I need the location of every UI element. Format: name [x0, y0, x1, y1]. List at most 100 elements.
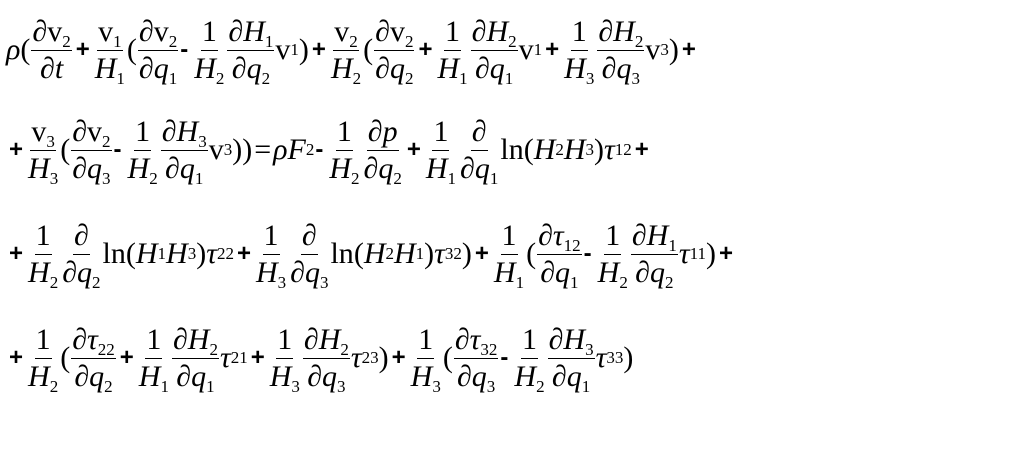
subscript: 2	[261, 68, 271, 88]
stress-symbol: τ	[595, 341, 607, 374]
subscript: 1	[160, 376, 169, 396]
fraction: ∂H2 ∂q1	[470, 15, 518, 87]
coordinate-symbol: q	[566, 359, 582, 393]
scale-factor-symbol: H	[613, 14, 635, 48]
partial-symbol: ∂	[172, 322, 188, 356]
plus-operator: +	[718, 240, 733, 267]
right-paren: )	[668, 33, 679, 66]
stress-symbol: τ	[219, 341, 231, 374]
scale-factor-symbol: H	[514, 359, 537, 393]
coordinate-symbol: q	[304, 255, 320, 289]
partial-symbol: ∂	[551, 359, 567, 393]
left-paren: (	[526, 237, 537, 270]
scale-factor-symbol: H	[563, 133, 586, 166]
fraction: 1 H3	[563, 15, 595, 87]
scale-factor-symbol: H	[138, 359, 161, 393]
fraction: 1 H2	[513, 323, 545, 395]
subscript: 1	[168, 68, 178, 88]
fraction: ∂v2 ∂q1	[137, 14, 179, 88]
right-paren: )	[196, 237, 207, 270]
fraction: ∂H2 ∂q1	[171, 322, 219, 396]
subscript: 2	[349, 31, 358, 51]
scale-factor-symbol: H	[329, 151, 352, 185]
partial-symbol: ∂	[631, 218, 647, 252]
fraction: ∂ ∂q1	[459, 114, 499, 188]
partial-symbol: ∂	[454, 322, 470, 356]
partial-symbol: ∂	[32, 14, 48, 48]
fraction: ∂H1 ∂q2	[227, 14, 275, 88]
plus-operator: +	[391, 344, 406, 371]
rho-symbol: ρ	[6, 33, 21, 66]
partial-symbol: ∂	[72, 322, 88, 356]
left-paren: (	[125, 237, 136, 270]
velocity-symbol: v	[98, 14, 114, 48]
scale-factor-symbol: H	[493, 255, 516, 289]
minus-operator: -	[113, 136, 122, 163]
subscript: 1	[113, 31, 122, 51]
partial-symbol: ∂	[161, 114, 177, 148]
subscript: 2	[49, 376, 59, 396]
scale-factor-symbol: H	[176, 114, 199, 148]
velocity-symbol: v	[389, 14, 405, 48]
scale-factor-symbol: H	[28, 359, 50, 393]
left-paren: (	[353, 237, 364, 270]
subscript: 3	[631, 68, 640, 88]
scale-factor-symbol: H	[597, 255, 620, 289]
numeral: 1	[336, 114, 352, 148]
fraction: ∂H3 ∂q1	[547, 323, 595, 395]
numeral: 1	[35, 218, 51, 252]
fraction: ∂τ32 ∂q3	[453, 322, 499, 396]
numeral: 1	[263, 218, 279, 252]
right-paren: )	[232, 133, 243, 166]
partial-symbol: ∂	[471, 114, 487, 148]
subscript: 3	[486, 376, 496, 396]
fraction: v1 H1	[94, 14, 126, 87]
right-paren: )	[298, 33, 309, 66]
subscript: 2	[665, 272, 674, 292]
partial-symbol: ∂	[367, 114, 383, 148]
plus-operator: +	[634, 136, 649, 163]
partial-symbol: ∂	[375, 14, 390, 48]
partial-symbol: ∂	[601, 51, 617, 85]
subscript: 12	[563, 235, 581, 255]
coordinate-symbol: q	[87, 151, 103, 185]
subscript: 1	[206, 376, 215, 396]
coordinate-symbol: q	[389, 51, 405, 85]
subscript: 1	[489, 168, 499, 188]
scale-factor-symbol: H	[255, 255, 278, 289]
velocity-symbol: v	[208, 133, 224, 166]
right-paren: )	[705, 237, 716, 270]
subscript: 2	[209, 339, 218, 359]
subscript: 32	[480, 339, 498, 359]
equals-sign: =	[254, 133, 272, 166]
velocity-symbol: v	[153, 14, 169, 48]
coordinate-symbol: q	[77, 255, 93, 289]
right-paren: )	[242, 133, 253, 166]
stress-symbol: τ	[469, 322, 481, 356]
left-paren: (	[60, 341, 71, 374]
numeral: 1	[135, 114, 151, 148]
coordinate-symbol: q	[246, 51, 262, 85]
subscript: 2	[352, 68, 362, 88]
partial-symbol: ∂	[635, 255, 650, 289]
numeral: 1	[501, 218, 517, 252]
scale-factor-symbol: H	[533, 133, 556, 166]
stress-symbol: τ	[434, 237, 445, 270]
minus-operator: -	[315, 136, 324, 163]
partial-symbol: ∂	[231, 51, 247, 85]
scale-factor-symbol: H	[243, 14, 265, 48]
numeral: 1	[605, 218, 621, 252]
coordinate-symbol: q	[555, 255, 571, 289]
coordinate-symbol: q	[474, 151, 490, 185]
numeral: 1	[445, 14, 461, 48]
scale-factor-symbol: H	[135, 237, 158, 270]
plus-operator: +	[418, 36, 433, 63]
scale-factor-symbol: H	[646, 218, 669, 252]
plus-operator: +	[250, 344, 265, 371]
fraction: ∂τ12 ∂q1	[537, 219, 582, 291]
plus-operator: +	[9, 344, 24, 371]
subscript: 2	[62, 31, 71, 51]
subscript: 1	[264, 31, 274, 51]
subscript: 1	[668, 235, 677, 255]
subscript: 3	[432, 376, 441, 396]
